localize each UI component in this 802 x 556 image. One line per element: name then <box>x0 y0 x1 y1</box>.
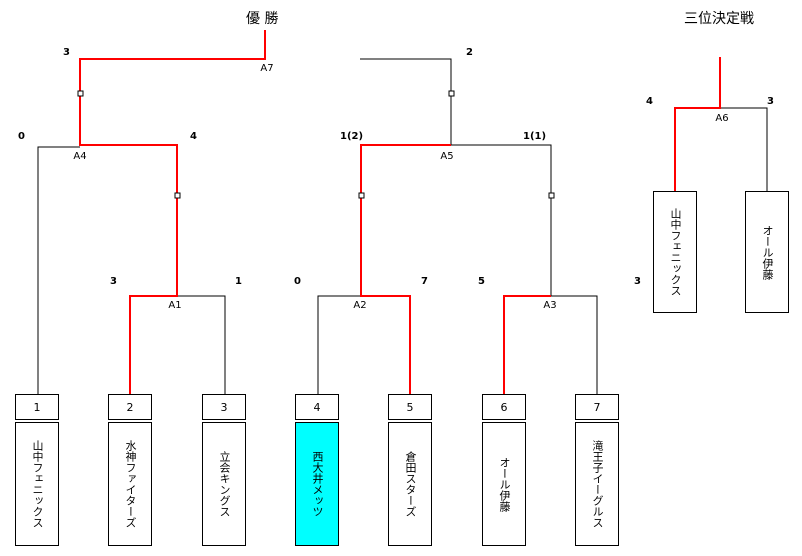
score-a6-left: 4 <box>646 96 653 107</box>
score-a2-right: 7 <box>421 276 428 287</box>
team-name-1: 山中フェニックス <box>15 422 59 546</box>
match-label-a6: A6 <box>715 113 729 124</box>
team-name-6: オール伊藤 <box>482 422 526 546</box>
third-place-title: 三位決定戦 <box>684 11 754 27</box>
winner-path-main <box>79 30 266 394</box>
team-name-2: 水神ファイターズ <box>108 422 152 546</box>
team-number-1: 1 <box>15 394 59 420</box>
line-a3-up-black <box>451 144 552 296</box>
team-number-3: 3 <box>202 394 246 420</box>
score-a3-left: 5 <box>478 276 485 287</box>
line-team4 <box>317 295 361 394</box>
winner-path-a3 <box>503 295 551 394</box>
team-number-5: 5 <box>388 394 432 420</box>
match-label-a1: A1 <box>168 300 182 311</box>
marker <box>448 90 455 97</box>
winner-path-third <box>674 57 721 191</box>
score-a7-left: 3 <box>63 47 70 58</box>
score-a6-right: 3 <box>767 96 774 107</box>
marker <box>77 90 84 97</box>
team-number-7: 7 <box>575 394 619 420</box>
score-a1-left: 3 <box>110 276 117 287</box>
score-a2-left: 0 <box>294 276 301 287</box>
line-team3 <box>177 295 226 394</box>
line-team7 <box>551 295 598 394</box>
score-a4-right: 4 <box>190 131 197 142</box>
team-name-4: 西大井メッツ <box>295 422 339 546</box>
score-a4-left: 0 <box>18 131 25 142</box>
match-label-a5: A5 <box>440 151 454 162</box>
line-a5-up-black <box>360 58 452 145</box>
team-name-3: 立会キングス <box>202 422 246 546</box>
score-a1-right: 1 <box>235 276 242 287</box>
team-number-2: 2 <box>108 394 152 420</box>
team-number-6: 6 <box>482 394 526 420</box>
third-place-team-2: オール伊藤 <box>745 191 789 313</box>
score-a5-right: 1(1) <box>523 131 547 142</box>
marker <box>174 192 181 199</box>
main-title: 優 勝 <box>246 11 279 27</box>
marker <box>548 192 555 199</box>
match-label-a2: A2 <box>353 300 367 311</box>
marker <box>358 192 365 199</box>
third-place-team-1: 山中フェニックス <box>653 191 697 313</box>
score-a5-left: 1(2) <box>340 131 364 142</box>
match-label-a3: A3 <box>543 300 557 311</box>
team-name-7: 滝王子イーグルス <box>575 422 619 546</box>
line-third-right <box>720 107 768 191</box>
match-label-a4: A4 <box>73 151 87 162</box>
winner-path-a2 <box>360 144 451 394</box>
line-team1 <box>37 146 80 394</box>
score-a7-right: 2 <box>466 47 473 58</box>
match-label-a7: A7 <box>260 63 274 74</box>
team-name-5: 倉田スターズ <box>388 422 432 546</box>
score-a3-right: 3 <box>634 276 641 287</box>
team-number-4: 4 <box>295 394 339 420</box>
